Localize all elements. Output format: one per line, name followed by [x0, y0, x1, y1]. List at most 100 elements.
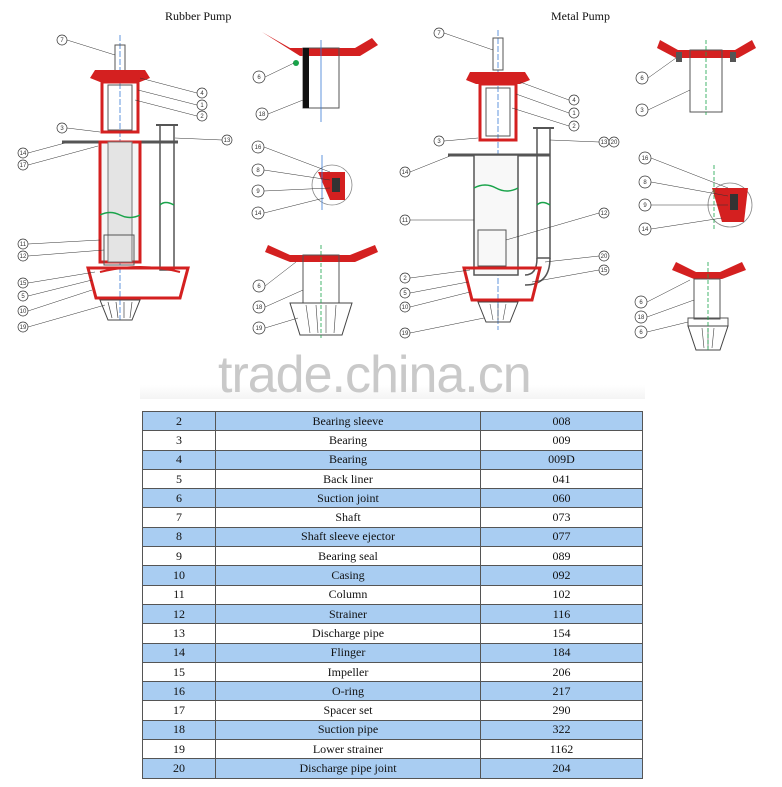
svg-text:19: 19 — [256, 326, 263, 332]
svg-text:10: 10 — [20, 309, 27, 315]
callout-bubble: 20 — [608, 136, 620, 148]
callout-bubble: 8 — [638, 175, 729, 197]
svg-text:9: 9 — [256, 189, 260, 195]
callout-bubble: 6 — [634, 321, 689, 339]
callout-bubble: 17 — [17, 145, 99, 171]
metal-pump-assembly — [448, 30, 554, 330]
callout-bubble: 2 — [511, 107, 580, 132]
svg-text:7: 7 — [60, 38, 64, 44]
callout-bubble: 19 — [17, 304, 106, 333]
part-name-cell: Suction pipe — [215, 719, 481, 741]
callout-bubble: 11 — [399, 214, 474, 226]
svg-text:20: 20 — [601, 254, 608, 260]
part-number-cell: 12 — [142, 603, 216, 625]
svg-text:4: 4 — [572, 98, 576, 104]
svg-text:1: 1 — [200, 103, 204, 109]
part-name-cell: O-ring — [215, 681, 481, 702]
callout-bubble: 15 — [17, 271, 96, 289]
part-code-cell: 009D — [480, 449, 643, 470]
callout-bubble: 6 — [252, 261, 297, 293]
callout-bubble: 1 — [515, 93, 580, 119]
svg-text:5: 5 — [403, 291, 407, 297]
part-number-cell: 20 — [142, 758, 216, 779]
pump-diagrams: 7 4 1 2 3 13 14 17 11 12 15 5 10 19 6 18… — [17, 27, 756, 352]
svg-text:1: 1 — [572, 111, 576, 117]
svg-text:20: 20 — [611, 140, 618, 146]
part-code-cell: 089 — [480, 546, 643, 567]
svg-text:13: 13 — [601, 140, 608, 146]
callout-bubble: 14 — [399, 155, 451, 178]
part-code-cell: 204 — [480, 758, 643, 779]
svg-text:12: 12 — [601, 211, 608, 217]
callout-bubble: 2 — [399, 269, 471, 284]
callout-bubble: 18 — [252, 289, 304, 314]
callout-bubble: 3 — [56, 122, 101, 134]
part-code-cell: 206 — [480, 661, 643, 683]
part-name-cell: Suction joint — [215, 488, 481, 509]
rubber-pump-details: 6 18 16 8 9 14 6 18 19 — [251, 32, 378, 338]
callout-bubble: 10 — [399, 291, 471, 313]
svg-text:2: 2 — [403, 276, 407, 282]
callout-bubble: 10 — [17, 289, 93, 317]
metal-pump-title: Metal Pump — [551, 9, 610, 23]
callout-bubble: 18 — [634, 299, 695, 324]
svg-text:6: 6 — [639, 300, 643, 306]
part-number-cell: 2 — [142, 410, 216, 432]
svg-text:18: 18 — [259, 112, 266, 118]
svg-text:18: 18 — [638, 315, 645, 321]
svg-text:6: 6 — [257, 284, 261, 290]
part-number-cell: 15 — [142, 661, 216, 683]
part-name-cell: Discharge pipe joint — [215, 758, 481, 779]
svg-text:9: 9 — [643, 203, 647, 209]
part-number-cell: 4 — [142, 449, 216, 470]
svg-text:18: 18 — [256, 305, 263, 311]
svg-text:5: 5 — [21, 294, 25, 300]
part-name-cell: Discharge pipe — [215, 623, 481, 644]
svg-text:6: 6 — [257, 75, 261, 81]
part-name-cell: Flinger — [215, 642, 481, 663]
svg-text:4: 4 — [200, 91, 204, 97]
part-number-cell: 19 — [142, 739, 216, 760]
callout-bubble: 6 — [635, 57, 677, 85]
svg-text:14: 14 — [255, 211, 262, 217]
part-name-cell: Impeller — [215, 661, 481, 683]
part-name-cell: Column — [215, 584, 481, 605]
watermark-band — [140, 385, 645, 399]
rubber-pump-title: Rubber Pump — [165, 9, 232, 23]
callout-bubble: 6 — [252, 62, 295, 84]
callout-bubble: 14 — [251, 197, 325, 220]
svg-text:7: 7 — [437, 31, 441, 37]
part-number-cell: 14 — [142, 642, 216, 663]
part-number-cell: 9 — [142, 546, 216, 567]
part-number-cell: 18 — [142, 719, 216, 741]
part-number-cell: 6 — [142, 488, 216, 509]
callout-bubble: 19 — [252, 317, 299, 335]
svg-text:12: 12 — [20, 254, 27, 260]
callout-bubble: 4 — [519, 81, 580, 106]
part-name-cell: Bearing seal — [215, 546, 481, 567]
callout-bubble: 6 — [634, 279, 691, 309]
svg-text:13: 13 — [224, 138, 231, 144]
part-code-cell: 102 — [480, 584, 643, 605]
callout-bubble: 12 — [505, 207, 610, 241]
svg-text:17: 17 — [20, 163, 27, 169]
callout-bubble: 14 — [638, 217, 723, 236]
part-code-cell: 008 — [480, 410, 643, 432]
part-number-cell: 10 — [142, 565, 216, 586]
